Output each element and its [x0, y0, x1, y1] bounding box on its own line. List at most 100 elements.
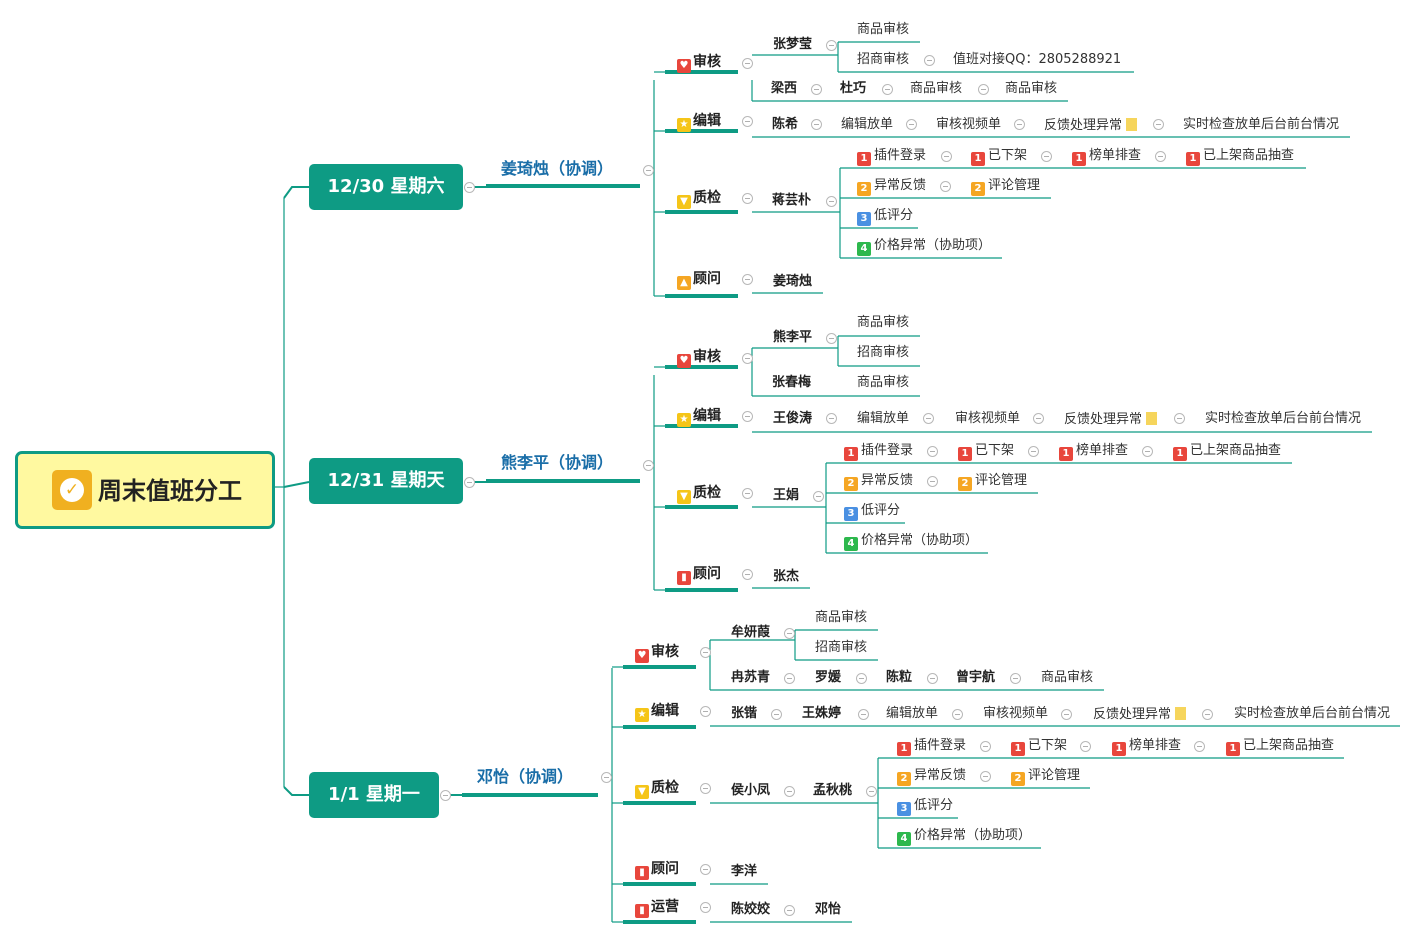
task[interactable]: 商品审核 [815, 610, 868, 625]
person[interactable]: 张杰 [773, 569, 800, 584]
collapse-toggle[interactable] [924, 55, 935, 66]
collapse-toggle[interactable] [1202, 709, 1213, 720]
role-advisor[interactable]: ▮顾问 [635, 862, 679, 880]
person[interactable]: 曾宇航 [956, 670, 996, 685]
task[interactable]: 招商审核 [815, 640, 868, 655]
collapse-toggle[interactable] [601, 772, 612, 783]
collapse-toggle[interactable] [1080, 741, 1091, 752]
collapse-toggle[interactable] [1061, 709, 1072, 720]
collapse-toggle[interactable] [643, 165, 654, 176]
person[interactable]: 陈希 [772, 117, 799, 132]
collapse-toggle[interactable] [856, 673, 867, 684]
role-audit[interactable]: ♥审核 [677, 350, 721, 368]
person[interactable]: 张梦莹 [773, 37, 813, 52]
collapse-toggle[interactable] [941, 151, 952, 162]
task[interactable]: 招商审核 [857, 345, 910, 360]
collapse-toggle[interactable] [813, 491, 824, 502]
person[interactable]: 熊李平 [773, 330, 813, 345]
person[interactable]: 罗媛 [815, 670, 842, 685]
coordinator-1231[interactable]: 熊李平（协调） [501, 453, 614, 472]
person[interactable]: 李洋 [731, 864, 758, 879]
task[interactable]: 审核视频单 [936, 117, 1002, 132]
task[interactable]: 商品审核 [857, 315, 910, 330]
role-audit[interactable]: ♥审核 [677, 55, 721, 73]
collapse-toggle[interactable] [742, 569, 753, 580]
collapse-toggle[interactable] [700, 706, 711, 717]
collapse-toggle[interactable] [1155, 151, 1166, 162]
collapse-toggle[interactable] [980, 741, 991, 752]
collapse-toggle[interactable] [1033, 413, 1044, 424]
person[interactable]: 王姝婷 [802, 706, 842, 721]
collapse-toggle[interactable] [1028, 446, 1039, 457]
collapse-toggle[interactable] [826, 333, 837, 344]
task[interactable]: 商品审核 [1005, 81, 1058, 96]
collapse-toggle[interactable] [771, 709, 782, 720]
collapse-toggle[interactable] [643, 460, 654, 471]
task[interactable]: 实时检查放单后台前台情况 [1234, 706, 1391, 721]
role-edit[interactable]: ★编辑 [677, 409, 721, 427]
task[interactable]: 商品审核 [1041, 670, 1094, 685]
task[interactable]: 审核视频单 [983, 706, 1049, 721]
person[interactable]: 梁西 [771, 81, 798, 96]
role-advisor[interactable]: ▲顾问 [677, 272, 721, 290]
day-node-1230[interactable]: 12/30 星期六 [309, 164, 463, 210]
coordinator-0101[interactable]: 邓怡（协调） [477, 767, 574, 786]
collapse-toggle[interactable] [784, 628, 795, 639]
root-topic[interactable]: ✓ 周末值班分工 [15, 451, 275, 529]
person[interactable]: 杜巧 [840, 81, 867, 96]
collapse-toggle[interactable] [866, 786, 877, 797]
role-qc[interactable]: ▼质检 [677, 191, 721, 209]
task[interactable]: 值班对接QQ：2805288921 [953, 52, 1122, 67]
collapse-toggle[interactable] [742, 411, 753, 422]
role-edit[interactable]: ★编辑 [677, 114, 721, 132]
task[interactable]: 招商审核 [857, 52, 910, 67]
collapse-toggle[interactable] [464, 477, 475, 488]
person[interactable]: 张锴 [731, 706, 758, 721]
collapse-toggle[interactable] [1153, 119, 1164, 130]
collapse-toggle[interactable] [742, 116, 753, 127]
day-node-1231[interactable]: 12/31 星期天 [309, 458, 463, 504]
task[interactable]: 编辑放单 [857, 411, 910, 426]
task[interactable]: 编辑放单 [886, 706, 939, 721]
role-qc[interactable]: ▼质检 [677, 486, 721, 504]
collapse-toggle[interactable] [742, 193, 753, 204]
task[interactable]: 商品审核 [910, 81, 963, 96]
collapse-toggle[interactable] [882, 84, 893, 95]
person[interactable]: 蒋芸朴 [772, 193, 812, 208]
collapse-toggle[interactable] [826, 413, 837, 424]
task[interactable]: 编辑放单 [841, 117, 894, 132]
collapse-toggle[interactable] [927, 446, 938, 457]
collapse-toggle[interactable] [1174, 413, 1185, 424]
collapse-toggle[interactable] [742, 488, 753, 499]
collapse-toggle[interactable] [980, 771, 991, 782]
collapse-toggle[interactable] [784, 673, 795, 684]
collapse-toggle[interactable] [700, 783, 711, 794]
person[interactable]: 孟秋桃 [813, 783, 853, 798]
collapse-toggle[interactable] [464, 182, 475, 193]
collapse-toggle[interactable] [440, 790, 451, 801]
collapse-toggle[interactable] [826, 40, 837, 51]
collapse-toggle[interactable] [700, 864, 711, 875]
role-ops[interactable]: ▮运营 [635, 900, 679, 918]
role-audit[interactable]: ♥审核 [635, 645, 679, 663]
collapse-toggle[interactable] [826, 196, 837, 207]
collapse-toggle[interactable] [742, 58, 753, 69]
collapse-toggle[interactable] [952, 709, 963, 720]
collapse-toggle[interactable] [927, 673, 938, 684]
